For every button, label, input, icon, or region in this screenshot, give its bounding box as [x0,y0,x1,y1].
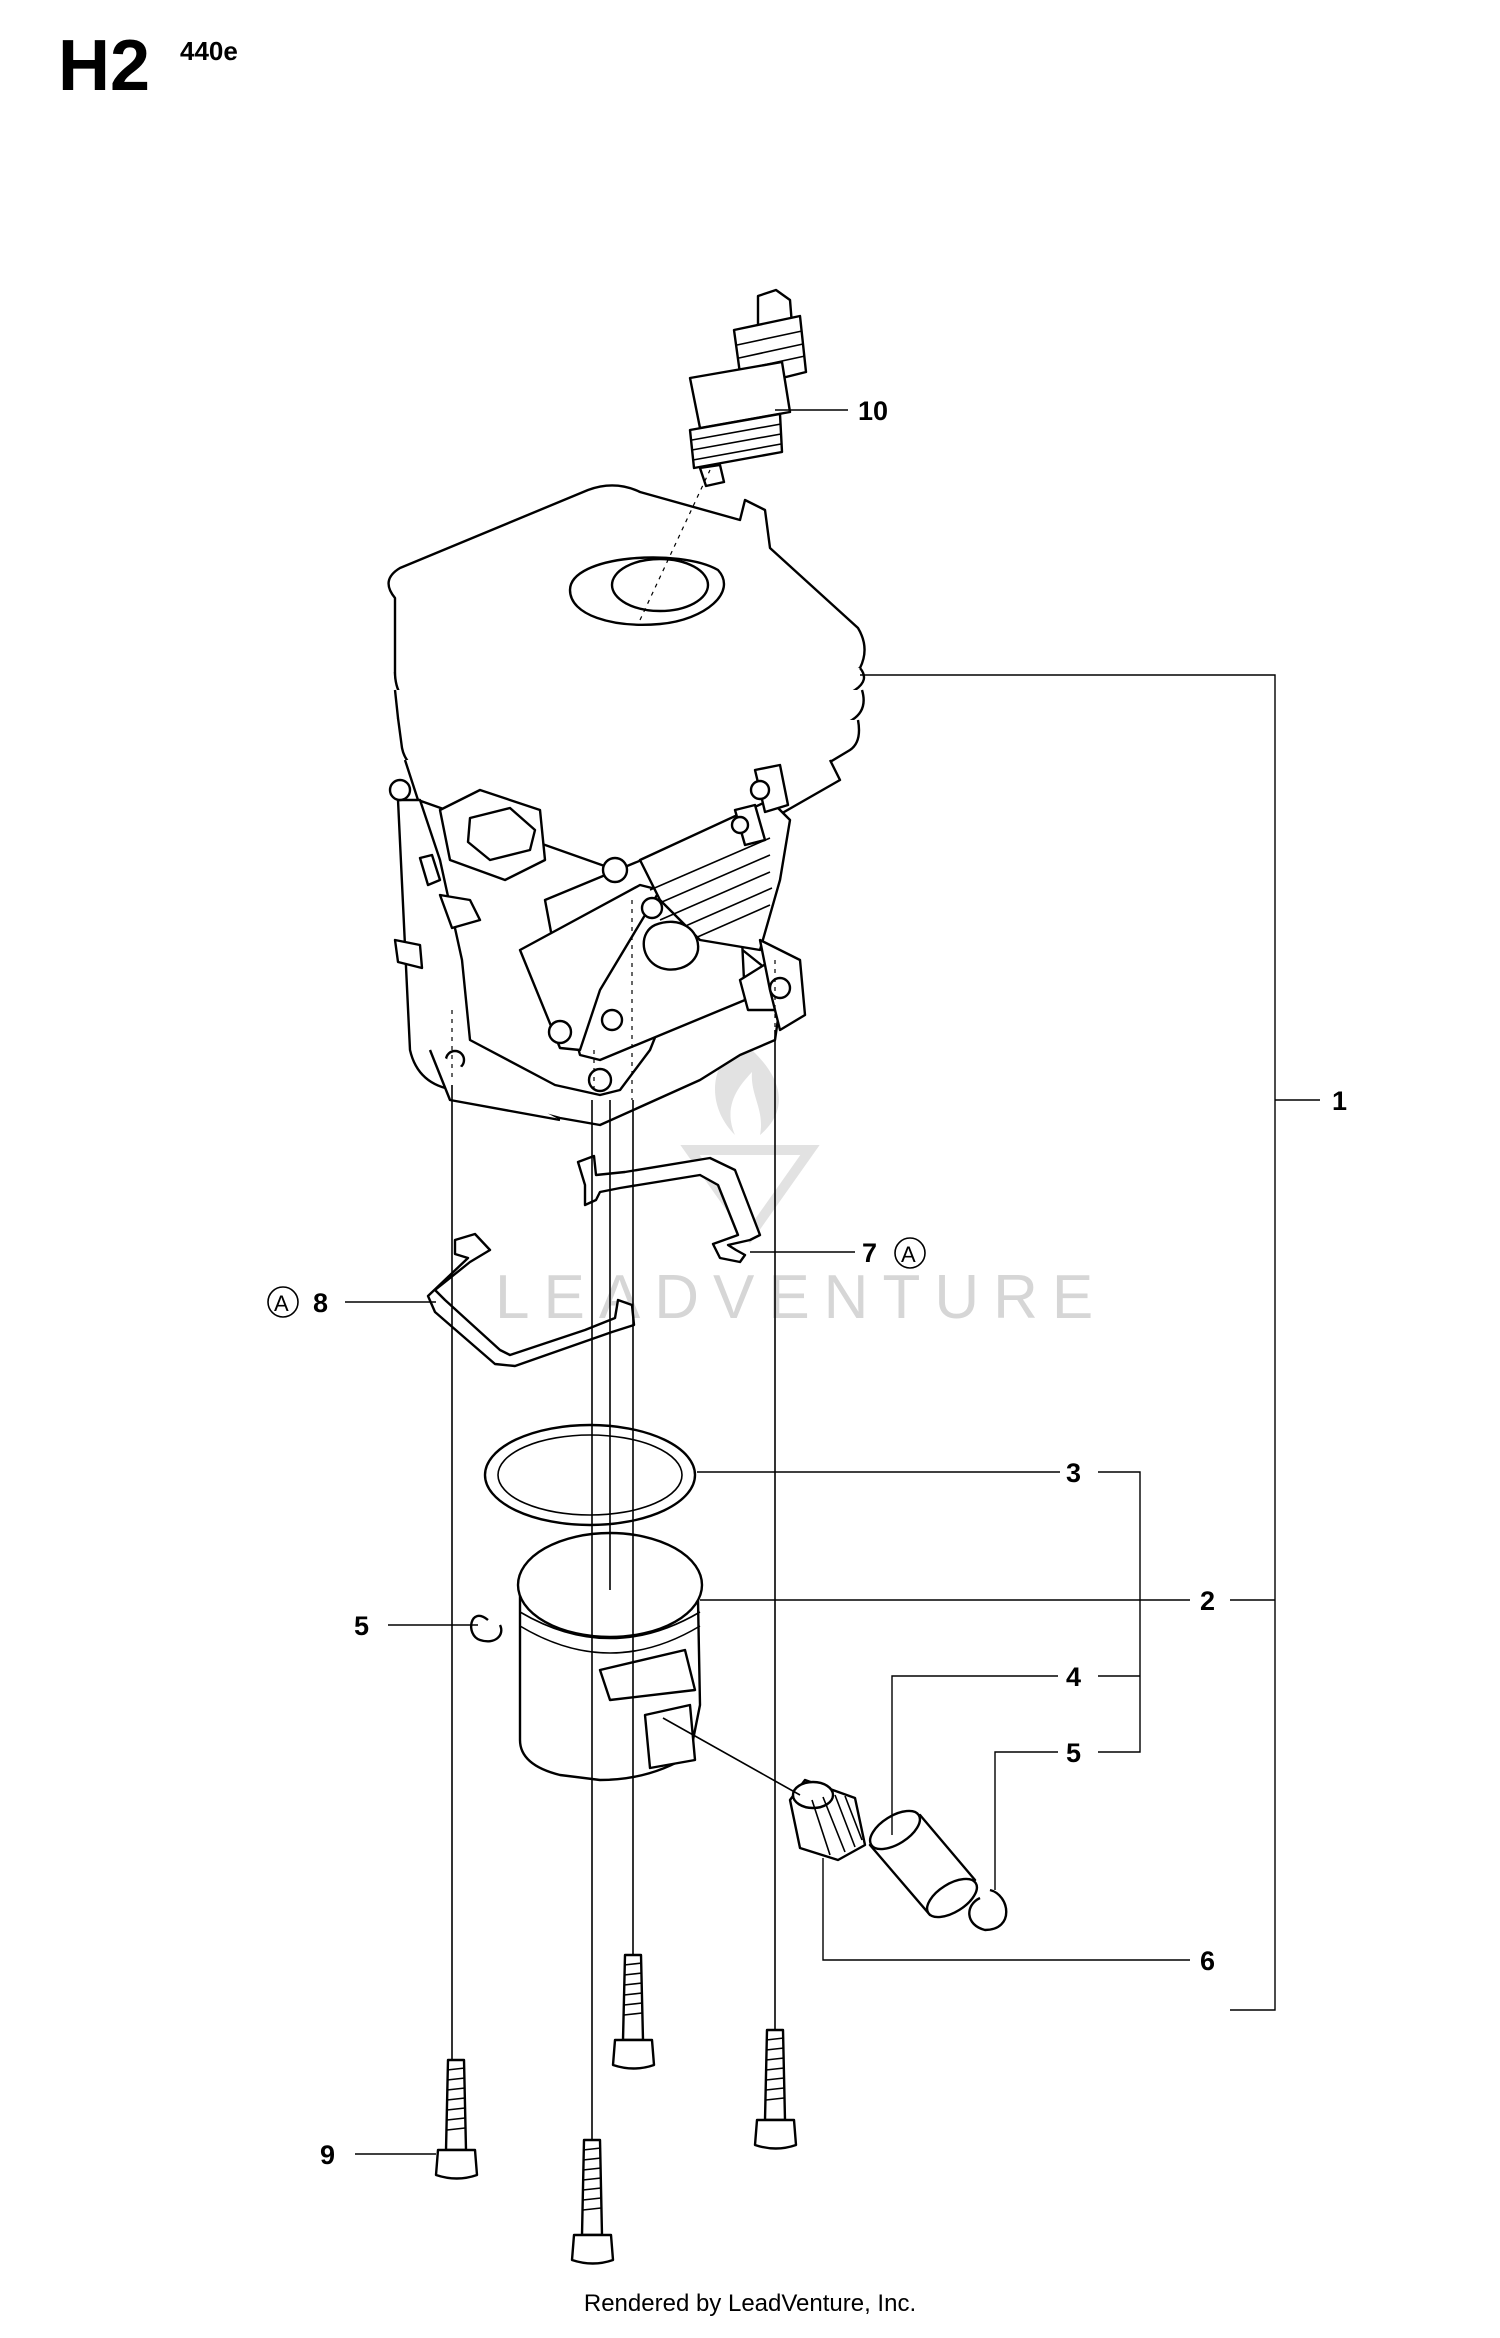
footer-credit: Rendered by LeadVenture, Inc. [583,2290,917,2317]
alignment-lines [451,469,801,2140]
callout-8[interactable]: 8 [313,1288,328,1318]
callout-5-right[interactable]: 5 [1066,1738,1081,1768]
callout-4[interactable]: 4 [1066,1662,1081,1692]
cylinder-assembly[interactable] [387,484,866,1127]
gasket-upper[interactable] [576,1154,762,1264]
watermark-text: LEADVENTURE [495,1263,1107,1332]
callout-9[interactable]: 9 [320,2140,335,2170]
model-label: 440e [180,36,238,66]
callout-6[interactable]: 6 [1200,1946,1215,1976]
screw-right[interactable] [753,2028,798,2150]
callout-5-left[interactable]: 5 [354,1611,369,1641]
piston-pin[interactable] [864,1803,983,1924]
watermark: LEADVENTURE [495,1040,1107,1332]
ref-circle-7: A [894,1237,926,1269]
piston[interactable] [516,1531,704,1782]
screw-left[interactable] [434,2058,479,2180]
circlip-left[interactable] [470,1614,503,1643]
ref-circle-8: A [267,1286,299,1318]
circlip-right[interactable] [968,1888,1008,1932]
piston-ring[interactable] [483,1423,697,1527]
callout-3[interactable]: 3 [1066,1458,1081,1488]
ref-label-7: A [901,1242,916,1267]
needle-bearing[interactable] [788,1778,867,1862]
callout-1[interactable]: 1 [1332,1086,1347,1116]
page-section-code: H2 [58,26,151,106]
callout-10[interactable]: 10 [858,396,888,426]
leader-lines [345,409,1320,2155]
spark-plug[interactable] [688,288,808,488]
callout-labels: 10 1 7 A A 8 3 2 5 4 5 6 9 [267,396,1347,2170]
screw-center-right[interactable] [611,1953,656,2070]
callout-7[interactable]: 7 [862,1238,877,1268]
callout-2[interactable]: 2 [1200,1586,1215,1616]
ref-label-8: A [274,1291,289,1316]
screw-center-left[interactable] [570,2138,615,2265]
